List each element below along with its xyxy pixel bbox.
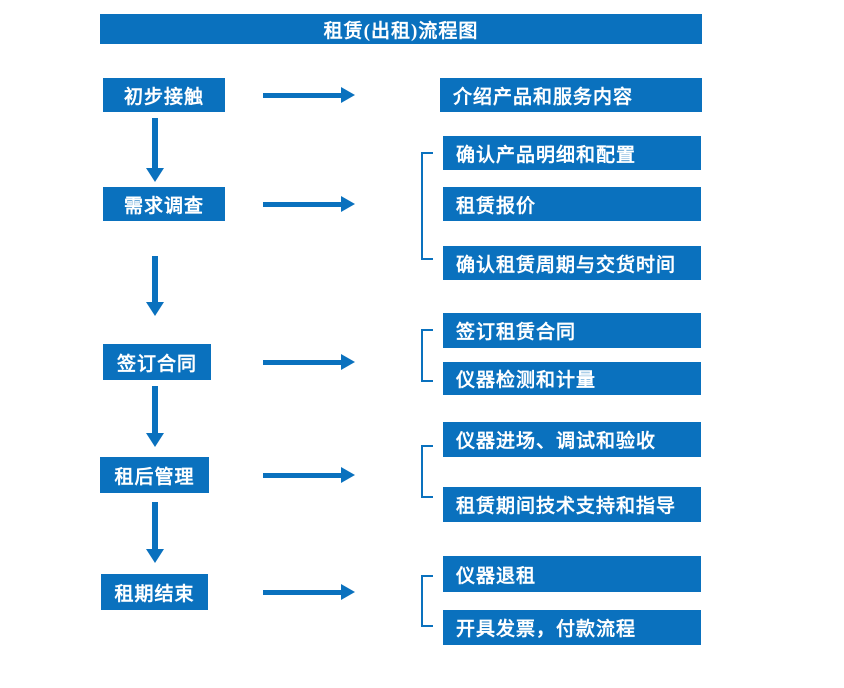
- down-arrow-icon: [146, 256, 164, 316]
- detail-box-confirm-product-config: 确认产品明细和配置: [443, 136, 701, 170]
- detail-box-instrument-return: 仪器退租: [443, 556, 701, 592]
- right-arrow-icon: [263, 354, 355, 370]
- down-arrow-icon: [146, 386, 164, 447]
- down-arrow-icon: [146, 502, 164, 563]
- group-bracket: [421, 575, 433, 627]
- stage-box-initial-contact: 初步接触: [103, 78, 225, 112]
- down-arrow-icon: [146, 118, 164, 182]
- stage-box-rental-end: 租期结束: [101, 574, 208, 610]
- detail-box-rental-quotation: 租赁报价: [443, 187, 701, 221]
- right-arrow-icon: [263, 196, 355, 212]
- detail-box-invoice-payment: 开具发票，付款流程: [443, 610, 701, 645]
- detail-box-confirm-period-delivery: 确认租赁周期与交货时间: [443, 246, 701, 280]
- detail-box-instrument-setup-acceptance: 仪器进场、调试和验收: [443, 422, 701, 457]
- detail-box-introduce-products: 介绍产品和服务内容: [440, 78, 702, 112]
- group-bracket: [421, 329, 433, 382]
- stage-box-sign-contract: 签订合同: [103, 344, 211, 380]
- detail-box-sign-rental-contract: 签订租赁合同: [443, 313, 701, 348]
- detail-box-technical-support: 租赁期间技术支持和指导: [443, 487, 701, 522]
- group-bracket: [421, 445, 433, 498]
- page-title: 租赁(出租)流程图: [100, 14, 702, 44]
- group-bracket: [421, 152, 433, 260]
- right-arrow-icon: [263, 467, 355, 483]
- stage-box-post-rental-management: 租后管理: [100, 457, 209, 493]
- right-arrow-icon: [263, 584, 355, 600]
- stage-box-demand-survey: 需求调查: [103, 187, 225, 221]
- right-arrow-icon: [263, 87, 355, 103]
- detail-box-instrument-testing: 仪器检测和计量: [443, 362, 701, 395]
